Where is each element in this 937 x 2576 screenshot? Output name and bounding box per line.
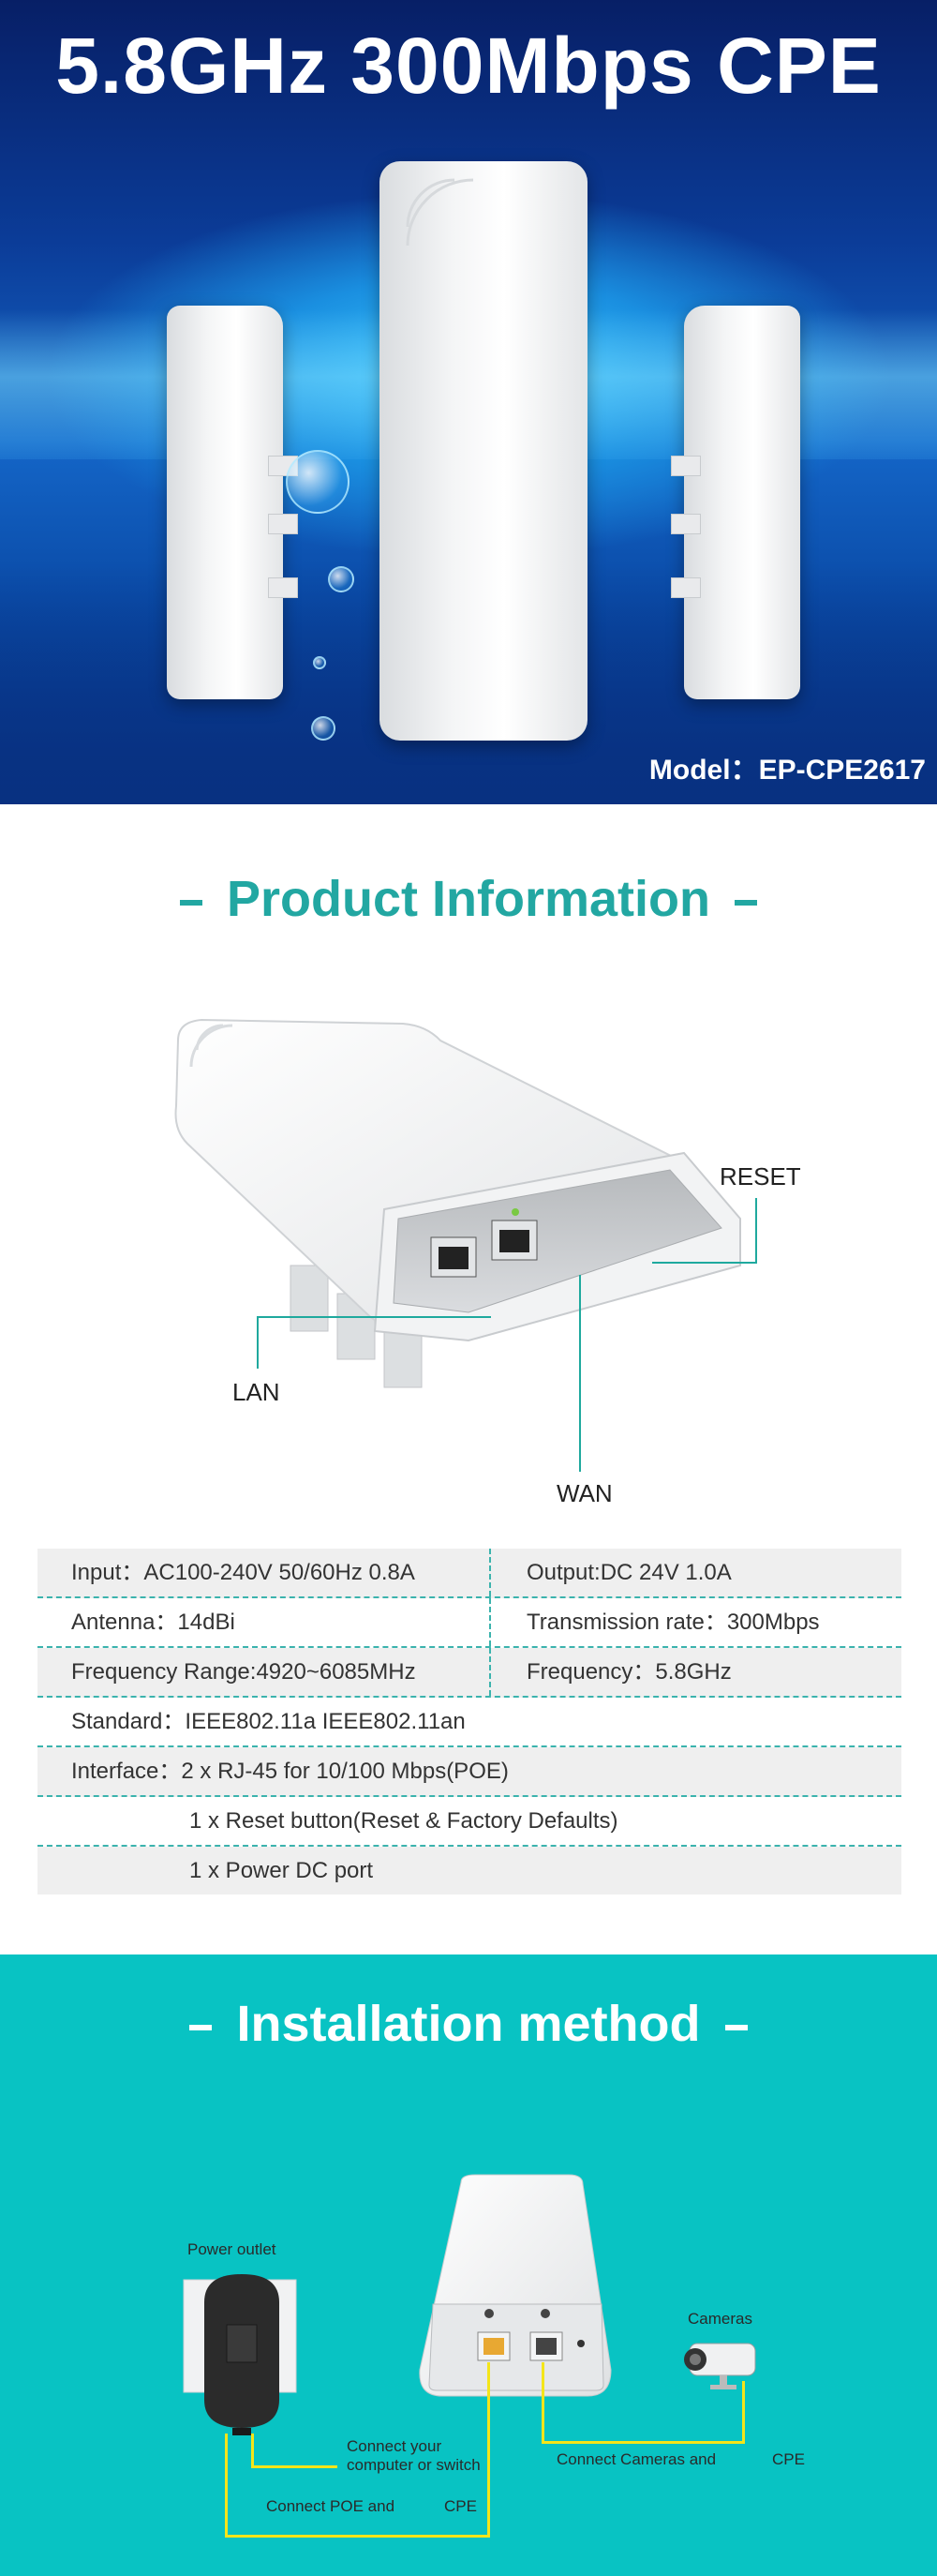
connect-cameras-cpe-label: CPE bbox=[772, 2450, 805, 2468]
connect-computer-line2: computer or switch bbox=[347, 2456, 481, 2474]
installation-heading: Installation method bbox=[0, 1995, 937, 2053]
table-row: Frequency Range:4920~6085MHz Frequency：5… bbox=[37, 1648, 901, 1698]
poe-wire bbox=[225, 2535, 489, 2538]
bubble-icon bbox=[328, 566, 354, 592]
cpe-device-image bbox=[419, 2174, 612, 2397]
table-row: Interface：2 x RJ-45 for 10/100 Mbps(POE) bbox=[37, 1747, 901, 1797]
camera-wire bbox=[542, 2362, 544, 2443]
spec-transmission-rate: Transmission rate：300Mbps bbox=[527, 1610, 820, 1635]
spec-frequency-range: Frequency Range:4920~6085MHz bbox=[71, 1659, 416, 1685]
device-front-image bbox=[379, 161, 587, 741]
connect-cameras-label: Connect Cameras and bbox=[557, 2450, 717, 2468]
table-row: Input：AC100-240V 50/60Hz 0.8A Output:DC … bbox=[37, 1549, 901, 1598]
power-adapter-image bbox=[183, 2274, 297, 2435]
spec-input: Input：AC100-240V 50/60Hz 0.8A bbox=[71, 1560, 415, 1585]
model-value: EP-CPE2617 bbox=[758, 755, 926, 786]
callout-lan: LAN bbox=[232, 1378, 280, 1406]
heading-dash-right bbox=[734, 899, 757, 906]
table-row: 1 x Reset button(Reset & Factory Default… bbox=[37, 1797, 901, 1847]
bubble-icon bbox=[313, 656, 326, 669]
hero-banner: 5.8GHz 300Mbps CPE Model：EP-CPE2617 bbox=[0, 0, 937, 804]
model-label: Model： bbox=[648, 755, 759, 786]
signal-arcs-icon bbox=[406, 178, 474, 247]
connect-computer-label: Connect your computer or switch bbox=[347, 2437, 481, 2475]
callout-wan: WAN bbox=[557, 1479, 613, 1507]
callout-line-reset bbox=[755, 1198, 757, 1264]
table-row: 1 x Power DC port bbox=[37, 1847, 901, 1895]
connect-computer-line1: Connect your bbox=[347, 2437, 442, 2455]
product-info-heading: Product Information bbox=[0, 870, 937, 928]
heading-dash-left bbox=[180, 899, 202, 906]
heading-dash-right bbox=[724, 2024, 748, 2030]
device-side-left-image bbox=[167, 306, 298, 699]
poe-wire bbox=[225, 2434, 228, 2537]
callout-line-wan bbox=[579, 1275, 581, 1472]
spec-antenna: Antenna：14dBi bbox=[71, 1610, 235, 1635]
camera-wire bbox=[742, 2381, 745, 2444]
table-row: Standard：IEEE802.11a IEEE802.11an bbox=[37, 1698, 901, 1747]
camera-wire bbox=[542, 2441, 744, 2444]
device-side-right-image bbox=[671, 306, 800, 699]
callout-line-reset bbox=[652, 1262, 757, 1264]
spec-power-port: 1 x Power DC port bbox=[189, 1858, 374, 1883]
bubble-icon bbox=[311, 716, 335, 741]
spec-frequency: Frequency：5.8GHz bbox=[527, 1659, 732, 1685]
computer-wire bbox=[251, 2465, 337, 2468]
cameras-label: Cameras bbox=[688, 2310, 752, 2328]
spec-reset-button: 1 x Reset button(Reset & Factory Default… bbox=[189, 1808, 618, 1834]
bubble-icon bbox=[286, 450, 350, 514]
heading-dash-left bbox=[189, 2024, 213, 2030]
spec-table: Input：AC100-240V 50/60Hz 0.8A Output:DC … bbox=[37, 1549, 901, 1895]
computer-wire bbox=[251, 2434, 254, 2467]
product-info-title: Product Information bbox=[227, 871, 710, 927]
power-outlet-label: Power outlet bbox=[187, 2240, 276, 2258]
poe-wire bbox=[487, 2362, 490, 2538]
callout-reset: RESET bbox=[720, 1162, 801, 1191]
device-open-ports-image bbox=[174, 1018, 741, 1388]
hero-title: 5.8GHz 300Mbps CPE bbox=[55, 22, 882, 110]
spec-standard: Standard：IEEE802.11a IEEE802.11an bbox=[71, 1709, 466, 1734]
spec-output: Output:DC 24V 1.0A bbox=[527, 1560, 732, 1585]
callout-line-lan bbox=[257, 1316, 491, 1318]
spec-interface: Interface：2 x RJ-45 for 10/100 Mbps(POE) bbox=[71, 1759, 509, 1784]
callout-line-lan bbox=[257, 1316, 259, 1369]
connect-poe-label: Connect POE and bbox=[266, 2497, 395, 2515]
model-text: Model：EP-CPE2617 bbox=[649, 746, 926, 787]
installation-title: Installation method bbox=[236, 1996, 701, 2052]
connect-poe-cpe-label: CPE bbox=[444, 2497, 477, 2515]
table-row: Antenna：14dBi Transmission rate：300Mbps bbox=[37, 1598, 901, 1648]
camera-image bbox=[684, 2343, 756, 2389]
